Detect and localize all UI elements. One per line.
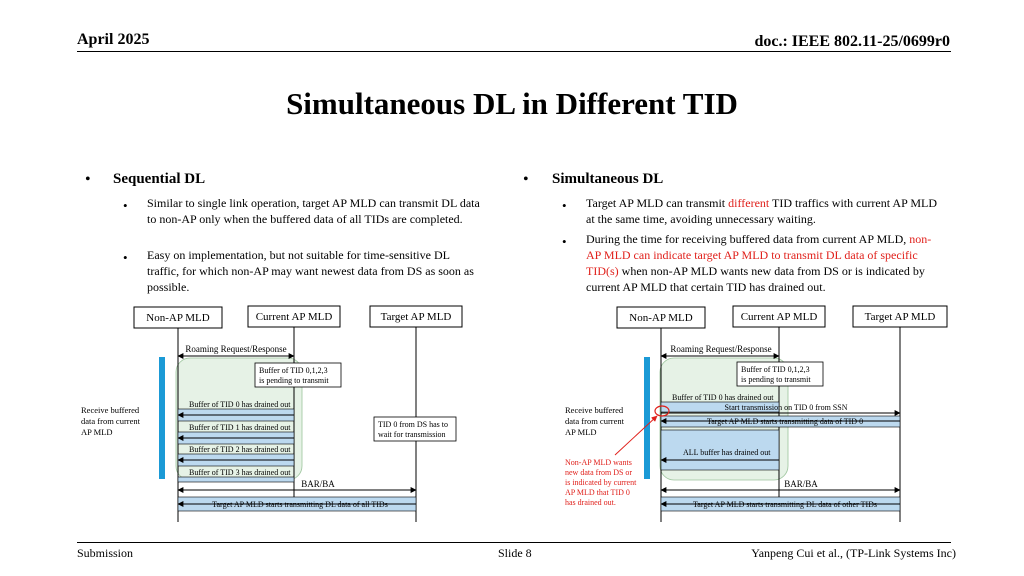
all-drained-bar (660, 429, 780, 471)
receive-label-1: Receive buffered (565, 405, 624, 415)
drain-tid2-label: Buffer of TID 2 has drained out (189, 445, 291, 454)
target-ap-label: Target AP MLD (865, 311, 936, 323)
barba-label: BAR/BA (784, 479, 818, 489)
current-ap-label: Current AP MLD (256, 311, 333, 323)
footer-divider (77, 542, 951, 543)
receive-label-1: Receive buffered (81, 405, 140, 415)
left-sub-dot-2: • (123, 250, 128, 265)
slide-title: Simultaneous DL in Different TID (286, 86, 738, 121)
drain-tid3-bar (177, 476, 295, 483)
target-starts-label: Target AP MLD starts transmitting DL dat… (693, 500, 877, 509)
left-bullet-dot: • (85, 171, 91, 188)
right-sub-dot-2: • (562, 234, 567, 249)
simultaneous-dl-diagram: Non-AP MLD Current AP MLD Target AP MLD … (565, 305, 948, 522)
drain-tid3-label: Buffer of TID 3 has drained out (189, 468, 291, 477)
roaming-label: Roaming Request/Response (670, 344, 771, 354)
right-bullet-2: During the time for receiving buffered d… (586, 232, 932, 294)
drain-tid0-bar (660, 401, 780, 413)
buffer-note-line-2: is pending to transmit (741, 375, 811, 384)
receive-label-2: data from current (81, 416, 141, 426)
buffer-note-line-2: is pending to transmit (259, 376, 329, 385)
tid0-wait-box (373, 416, 457, 442)
buffer-note-line-1: Buffer of TID 0,1,2,3 (259, 366, 328, 375)
right-heading: Simultaneous DL (552, 171, 664, 187)
all-drained-label: ALL buffer has drained out (683, 448, 771, 457)
drain-tid0-label: Buffer of TID 0 has drained out (672, 393, 774, 402)
receive-label-3: AP MLD (81, 427, 113, 437)
start-ssn-label: Start transmission on TID 0 from SSN (725, 403, 848, 412)
left-bullet-1: Similar to single link operation, target… (147, 196, 480, 226)
drain-tid0-label: Buffer of TID 0 has drained out (189, 400, 291, 409)
red-note-line-2: new data from DS or (565, 468, 632, 477)
red-note-line-5: has drained out. (565, 498, 616, 507)
red-note-line-3: is indicated by current (565, 478, 637, 487)
drain-tid1-label: Buffer of TID 1 has drained out (189, 423, 291, 432)
roaming-label: Roaming Request/Response (185, 344, 286, 354)
receive-label-3: AP MLD (565, 427, 597, 437)
right-bullet-dot: • (523, 171, 529, 188)
footer-author: Yanpeng Cui et al., (TP-Link Systems Inc… (751, 546, 956, 560)
footer-submission: Submission (77, 546, 134, 560)
receive-activation-bar (159, 357, 165, 479)
target-ap-label: Target AP MLD (381, 311, 452, 323)
red-note-line-1: Non-AP MLD wants (565, 458, 632, 467)
target-starts-label: Target AP MLD starts transmitting DL dat… (212, 500, 388, 509)
non-ap-label: Non-AP MLD (629, 312, 693, 324)
header-date: April 2025 (77, 31, 150, 48)
buffer-note-line-1: Buffer of TID 0,1,2,3 (741, 365, 810, 374)
footer-slide-number: Slide 8 (498, 546, 532, 560)
tid0-wait-line-2: wait for transmission (378, 430, 446, 439)
receive-activation-bar (644, 357, 650, 479)
receive-label-2: data from current (565, 416, 625, 426)
tid0-wait-line-1: TID 0 from DS has to (378, 420, 448, 429)
header-divider (77, 51, 951, 52)
right-sub-dot-1: • (562, 198, 567, 213)
red-indicator-arrow (614, 415, 658, 456)
left-bullet-2: Easy on implementation, but not suitable… (147, 248, 474, 294)
left-heading: Sequential DL (113, 171, 206, 187)
buffer-note-box (736, 361, 824, 387)
target-tid0-label: Target AP MLD starts transmitting data o… (707, 417, 863, 426)
sequential-dl-diagram: Non-AP MLD Current AP MLD Target AP MLD … (81, 305, 463, 522)
buffer-note-box (254, 362, 342, 388)
header-doc-id: doc.: IEEE 802.11-25/0699r0 (754, 33, 950, 50)
right-bullet-1: Target AP MLD can transmit different TID… (586, 196, 937, 226)
non-ap-label: Non-AP MLD (146, 312, 210, 324)
current-ap-label: Current AP MLD (741, 311, 818, 323)
left-sub-dot-1: • (123, 198, 128, 213)
red-note-line-4: AP MLD that TID 0 (565, 488, 630, 497)
red-indicator-circle (654, 405, 670, 417)
barba-label: BAR/BA (301, 479, 335, 489)
